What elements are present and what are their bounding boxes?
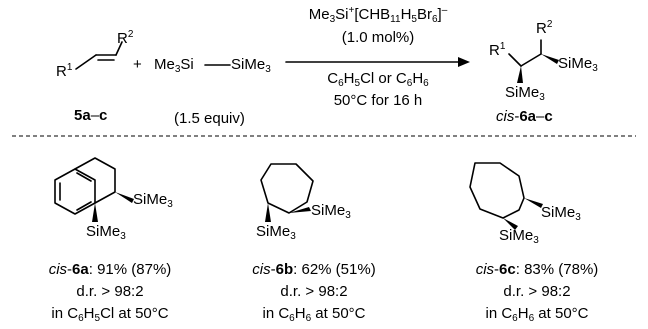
ex-6c-conditions: in C6H6 at 50°C: [485, 305, 589, 324]
substrate-bond-r1: [75, 54, 97, 70]
ring-aromatic-6a: [54, 168, 96, 215]
ex-6c-dr: d.r. > 98:2: [503, 283, 571, 300]
product-structure: [508, 39, 559, 83]
substrate-r1: R1: [56, 62, 73, 81]
substrate-label: 5a–c: [74, 107, 108, 124]
ex-6b-sime3-right: SiMe3: [311, 202, 351, 221]
plus-sign: +: [133, 56, 142, 73]
product-bond-c-c: [520, 53, 542, 67]
ex-6b-dr: d.r. > 98:2: [280, 283, 348, 300]
disilane-equiv: (1.5 equiv): [174, 110, 245, 127]
ex-6c-sime3-bottom: SiMe3: [499, 227, 539, 246]
ex-6c-sime3-right: SiMe3: [541, 204, 581, 223]
ex-6b-conditions: in C6H6 at 50°C: [262, 305, 366, 324]
ex-6a-dr: d.r. > 98:2: [76, 283, 144, 300]
ex-6a-sime3-bottom: SiMe3: [86, 223, 126, 242]
ex-6a-yield: cis-6a: 91% (87%): [48, 261, 172, 278]
disilane-left: Me3Si: [154, 56, 194, 75]
substrate-r2: R2: [117, 29, 134, 48]
reaction-arrow: [285, 57, 470, 67]
ex-6b-sime3-bottom: SiMe3: [256, 223, 296, 242]
wedge-6c-bottom: [503, 218, 518, 230]
ex-6b-yield: cis-6b: 62% (51%): [252, 261, 376, 278]
substrate-structure: [75, 41, 123, 70]
product-wedge-right: [541, 54, 559, 64]
disilane-right: SiMe3: [231, 56, 271, 75]
catalyst-loading: (1.0 mol%): [341, 29, 415, 46]
product-sime3-right: SiMe3: [558, 55, 598, 74]
wedge-6a-right: [115, 192, 134, 203]
ex-6c-yield: cis-6c: 83% (78%): [475, 261, 599, 278]
ex-6a-sime3-right: SiMe3: [133, 191, 173, 210]
ring-aliphatic-6a: [74, 157, 116, 204]
product-r2: R2: [536, 19, 553, 38]
substrate-bond-r2: [115, 41, 123, 56]
product-label: cis-6a–c: [496, 108, 553, 125]
ring-6c: [469, 162, 525, 219]
catalyst-formula: Me3Si+[CHB11H5Br6]–: [308, 5, 448, 25]
product-wedge-bottom: [517, 66, 523, 83]
product-sime3-bottom: SiMe3: [505, 84, 545, 103]
structure-6b: [260, 163, 314, 222]
reaction-conditions: 50°C for 16 h: [333, 92, 423, 109]
wedge-6b-right: [289, 207, 311, 213]
wedge-6a-bottom: [92, 203, 98, 222]
wedge-6c-right: [524, 198, 543, 208]
structure-6c: [469, 162, 543, 230]
ex-6a-conditions: in C6H5Cl at 50°C: [51, 305, 169, 324]
solvent-text: C6H5Cl or C6H6: [327, 70, 429, 89]
product-bond-r1: [508, 53, 522, 67]
wedge-6b-bottom: [265, 203, 271, 222]
ring-6b: [260, 163, 314, 214]
product-r1: R1: [489, 41, 506, 60]
structure-6a: [54, 157, 134, 222]
